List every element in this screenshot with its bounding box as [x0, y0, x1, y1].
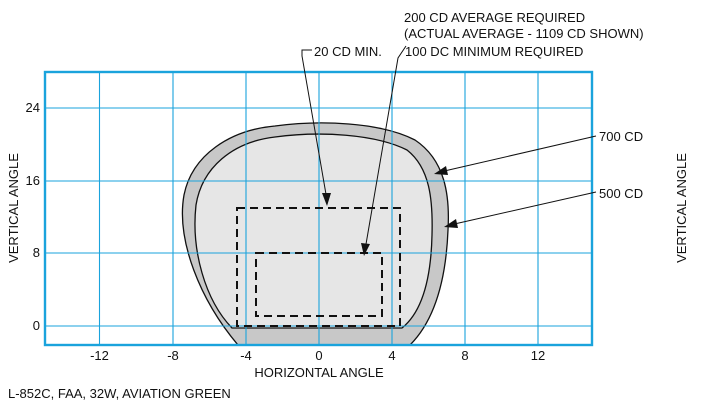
cd700-arrowhead — [434, 166, 448, 175]
grid — [45, 72, 592, 345]
y-tick-16: 16 — [26, 173, 40, 188]
caption: L-852C, FAA, 32W, AVIATION GREEN — [8, 386, 231, 401]
cd700-label: 700 CD — [599, 129, 643, 144]
x-tick-minus4: -4 — [240, 348, 252, 363]
min-100cd-arrowhead — [361, 243, 370, 256]
y-tick-0: 0 — [33, 318, 40, 333]
x-tick-minus12: -12 — [90, 348, 109, 363]
y-tick-8: 8 — [33, 245, 40, 260]
y-axis-label-right: VERTICAL ANGLE — [674, 153, 689, 263]
x-tick-4: 4 — [388, 348, 395, 363]
cd500-label: 500 CD — [599, 186, 643, 201]
cd500-arrowhead — [444, 219, 458, 228]
min-100cd-box — [255, 252, 383, 317]
plot-frame — [43, 70, 594, 347]
x-tick-0: 0 — [315, 348, 322, 363]
avg-required-line1: 200 CD AVERAGE REQUIRED — [404, 10, 585, 25]
inner-contour — [194, 133, 433, 329]
min-20cd-box — [236, 207, 401, 327]
min-100cd-label: 100 DC MINIMUM REQUIRED — [405, 44, 583, 59]
x-tick-8: 8 — [461, 348, 468, 363]
x-tick-12: 12 — [531, 348, 545, 363]
min-20cd-label: 20 CD MIN. — [314, 44, 382, 59]
min-20cd-leader — [301, 49, 328, 201]
min-20cd-arrowhead — [322, 193, 331, 206]
y-axis-label-left: VERTICAL ANGLE — [6, 153, 21, 263]
x-tick-minus8: -8 — [167, 348, 179, 363]
y-tick-24: 24 — [26, 100, 40, 115]
avg-required-line2: (ACTUAL AVERAGE - 1109 CD SHOWN) — [404, 26, 644, 41]
min-100cd-leader — [364, 45, 407, 251]
x-axis-label: HORIZONTAL ANGLE — [254, 365, 384, 380]
cd700-leader — [439, 135, 597, 173]
cd500-leader — [449, 191, 597, 226]
